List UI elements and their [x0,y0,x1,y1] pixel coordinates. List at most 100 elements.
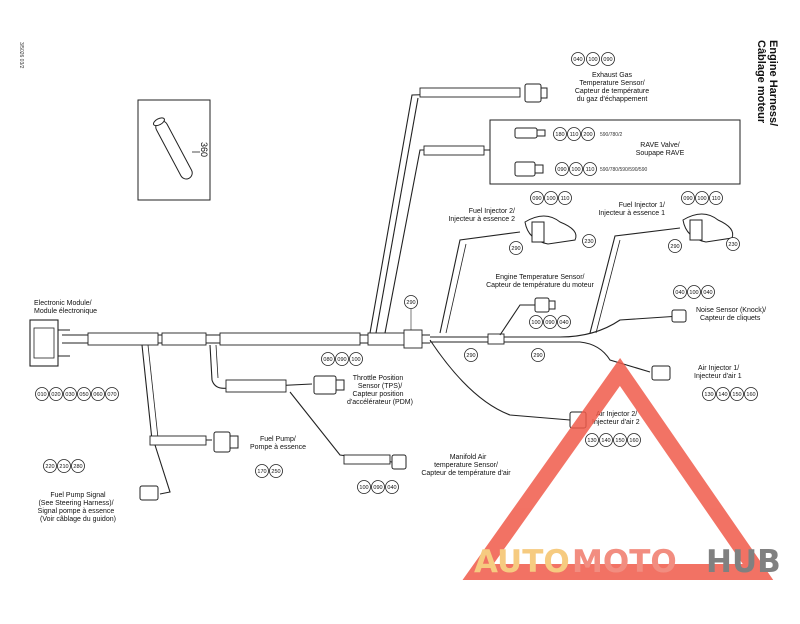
svg-text:090: 090 [532,196,541,202]
svg-text:060: 060 [93,392,102,398]
manifold-label2: temperature Sensor/ [434,462,498,469]
fuel-pump-label1: Fuel Pump/ [260,436,296,443]
svg-text:250: 250 [271,469,280,475]
svg-text:020: 020 [51,392,60,398]
svg-text:090: 090 [603,57,612,63]
fuel-pump-signal: Fuel Pump Signal (See Steering Harness)/… [38,444,171,523]
part-360-label: 360 [199,142,209,157]
svg-text:290: 290 [670,244,679,250]
svg-text:160: 160 [629,438,638,444]
svg-text:100: 100 [531,320,540,326]
throttle-label1: Throttle Position [353,375,404,382]
svg-text:180: 180 [555,132,564,138]
noise-sensor-label2: Capteur de cliquets [700,315,761,322]
watermark-auto: AUTO [474,544,570,580]
svg-text:130: 130 [704,392,713,398]
electronic-module-refs: 010 020 030 050 060 070 [35,387,119,401]
svg-text:210: 210 [59,464,68,470]
exhaust-gas-sensor: Exhaust Gas Temperature Sensor/ Capteur … [524,52,649,103]
svg-text:150: 150 [615,438,624,444]
svg-text:160: 160 [746,392,755,398]
manifold-label3: Capteur de température d'air [421,470,511,477]
svg-text:590/780/590/590/590: 590/780/590/590/590 [600,167,647,173]
watermark-moto: MOTO [572,544,677,580]
svg-text:590/780/2: 590/780/2 [600,132,622,138]
svg-text:100: 100 [571,167,580,173]
watermark-hub: HUB [706,544,781,580]
svg-text:110: 110 [586,167,595,173]
throttle-label3: Capteur position [353,391,404,398]
electronic-module: Electronic Module/ Module électronique 0… [29,300,119,401]
fuel-pump-label2: Pompe à essence [250,444,306,451]
svg-text:050: 050 [79,392,88,398]
svg-text:100: 100 [697,196,706,202]
exhaust-gas-label3: Capteur de température [575,88,649,95]
svg-text:290: 290 [466,353,475,359]
fuel-pump-signal-label1: Fuel Pump Signal [50,492,106,499]
svg-text:110: 110 [561,196,570,202]
air-inj2-label1: Air Injector 2/ [596,411,637,418]
air-inj2-label2: Injecteur d'air 2 [592,419,640,426]
svg-text:150: 150 [732,392,741,398]
fuel-inj2-label2: Injecteur à essence 2 [448,216,515,223]
electronic-module-label1: Electronic Module/ [34,300,92,307]
svg-text:110: 110 [712,196,721,202]
svg-text:040: 040 [675,290,684,296]
rave-valve-box: 180 110 200 590/780/2 RAVE Valve/ Soupap… [489,119,741,185]
svg-text:040: 040 [387,485,396,491]
svg-text:110: 110 [570,132,579,138]
air-injector-1: Air Injector 1/ Injecteur d'air 1 130 14… [651,365,758,401]
title-line2: Câblage moteur [755,40,767,124]
rave-label2: Soupape RAVE [636,150,685,157]
throttle-label2: Sensor (TPS)/ [358,383,402,390]
svg-text:170: 170 [257,469,266,475]
fuel-injector-1: Fuel Injector 1/ Injecteur à essence 1 0… [598,191,740,253]
svg-text:290: 290 [511,246,520,252]
throttle-position-sensor: Throttle Position Sensor (TPS)/ Capteur … [209,344,413,406]
svg-text:100: 100 [351,357,360,363]
fuel-inj2-label1: Fuel Injector 2/ [469,208,515,215]
upper-branch [369,87,521,334]
injector-branches [439,227,681,334]
svg-text:040: 040 [559,320,568,326]
throttle-label4: d'accélérateur (PDM) [347,399,413,406]
svg-text:100: 100 [689,290,698,296]
electronic-module-label2: Module électronique [34,308,97,315]
svg-text:090: 090 [373,485,382,491]
engine-temp-label2: Capteur de température du moteur [486,282,594,289]
watermark-triangle [462,358,774,580]
svg-text:230: 230 [728,242,737,248]
svg-text:100: 100 [359,485,368,491]
svg-text:290: 290 [406,300,415,306]
exhaust-gas-label4: du gaz d'échappement [577,96,648,103]
svg-text:090: 090 [683,196,692,202]
svg-text:200: 200 [583,132,592,138]
svg-text:040: 040 [703,290,712,296]
main-harness [62,315,681,421]
rave-label1: RAVE Valve/ [640,142,679,149]
exhaust-gas-label2: Temperature Sensor/ [579,80,644,87]
fuel-pump-signal-label2: (See Steering Harness)/ [38,500,113,507]
svg-text:100: 100 [588,57,597,63]
svg-text:140: 140 [718,392,727,398]
noise-sensor: Noise Sensor (Knock)/ Capteur de cliquet… [671,285,766,323]
diagram-title: Engine Harness/ Câblage moteur [755,40,779,126]
fuel-inj1-label1: Fuel Injector 1/ [619,202,665,209]
svg-text:090: 090 [337,357,346,363]
manifold-air-sensor: Manifold Air temperature Sensor/ Capteur… [289,391,511,494]
exhaust-gas-label1: Exhaust Gas [592,72,633,79]
engine-temperature-sensor: Engine Temperature Sensor/ Capteur de te… [486,274,595,336]
fuel-pump-signal-label3: Signal pompe à essence [38,508,115,515]
svg-text:290: 290 [533,353,542,359]
svg-text:140: 140 [601,438,610,444]
svg-text:080: 080 [323,357,332,363]
svg-text:030: 030 [65,392,74,398]
svg-text:280: 280 [73,464,82,470]
harness-ref-markers: 290 290 290 [404,295,545,362]
fuel-pump: Fuel Pump/ Pompe à essence 170 250 [141,344,306,478]
side-code: 3/5026 03/2 [18,42,24,69]
svg-text:090: 090 [545,320,554,326]
svg-text:130: 130 [587,438,596,444]
